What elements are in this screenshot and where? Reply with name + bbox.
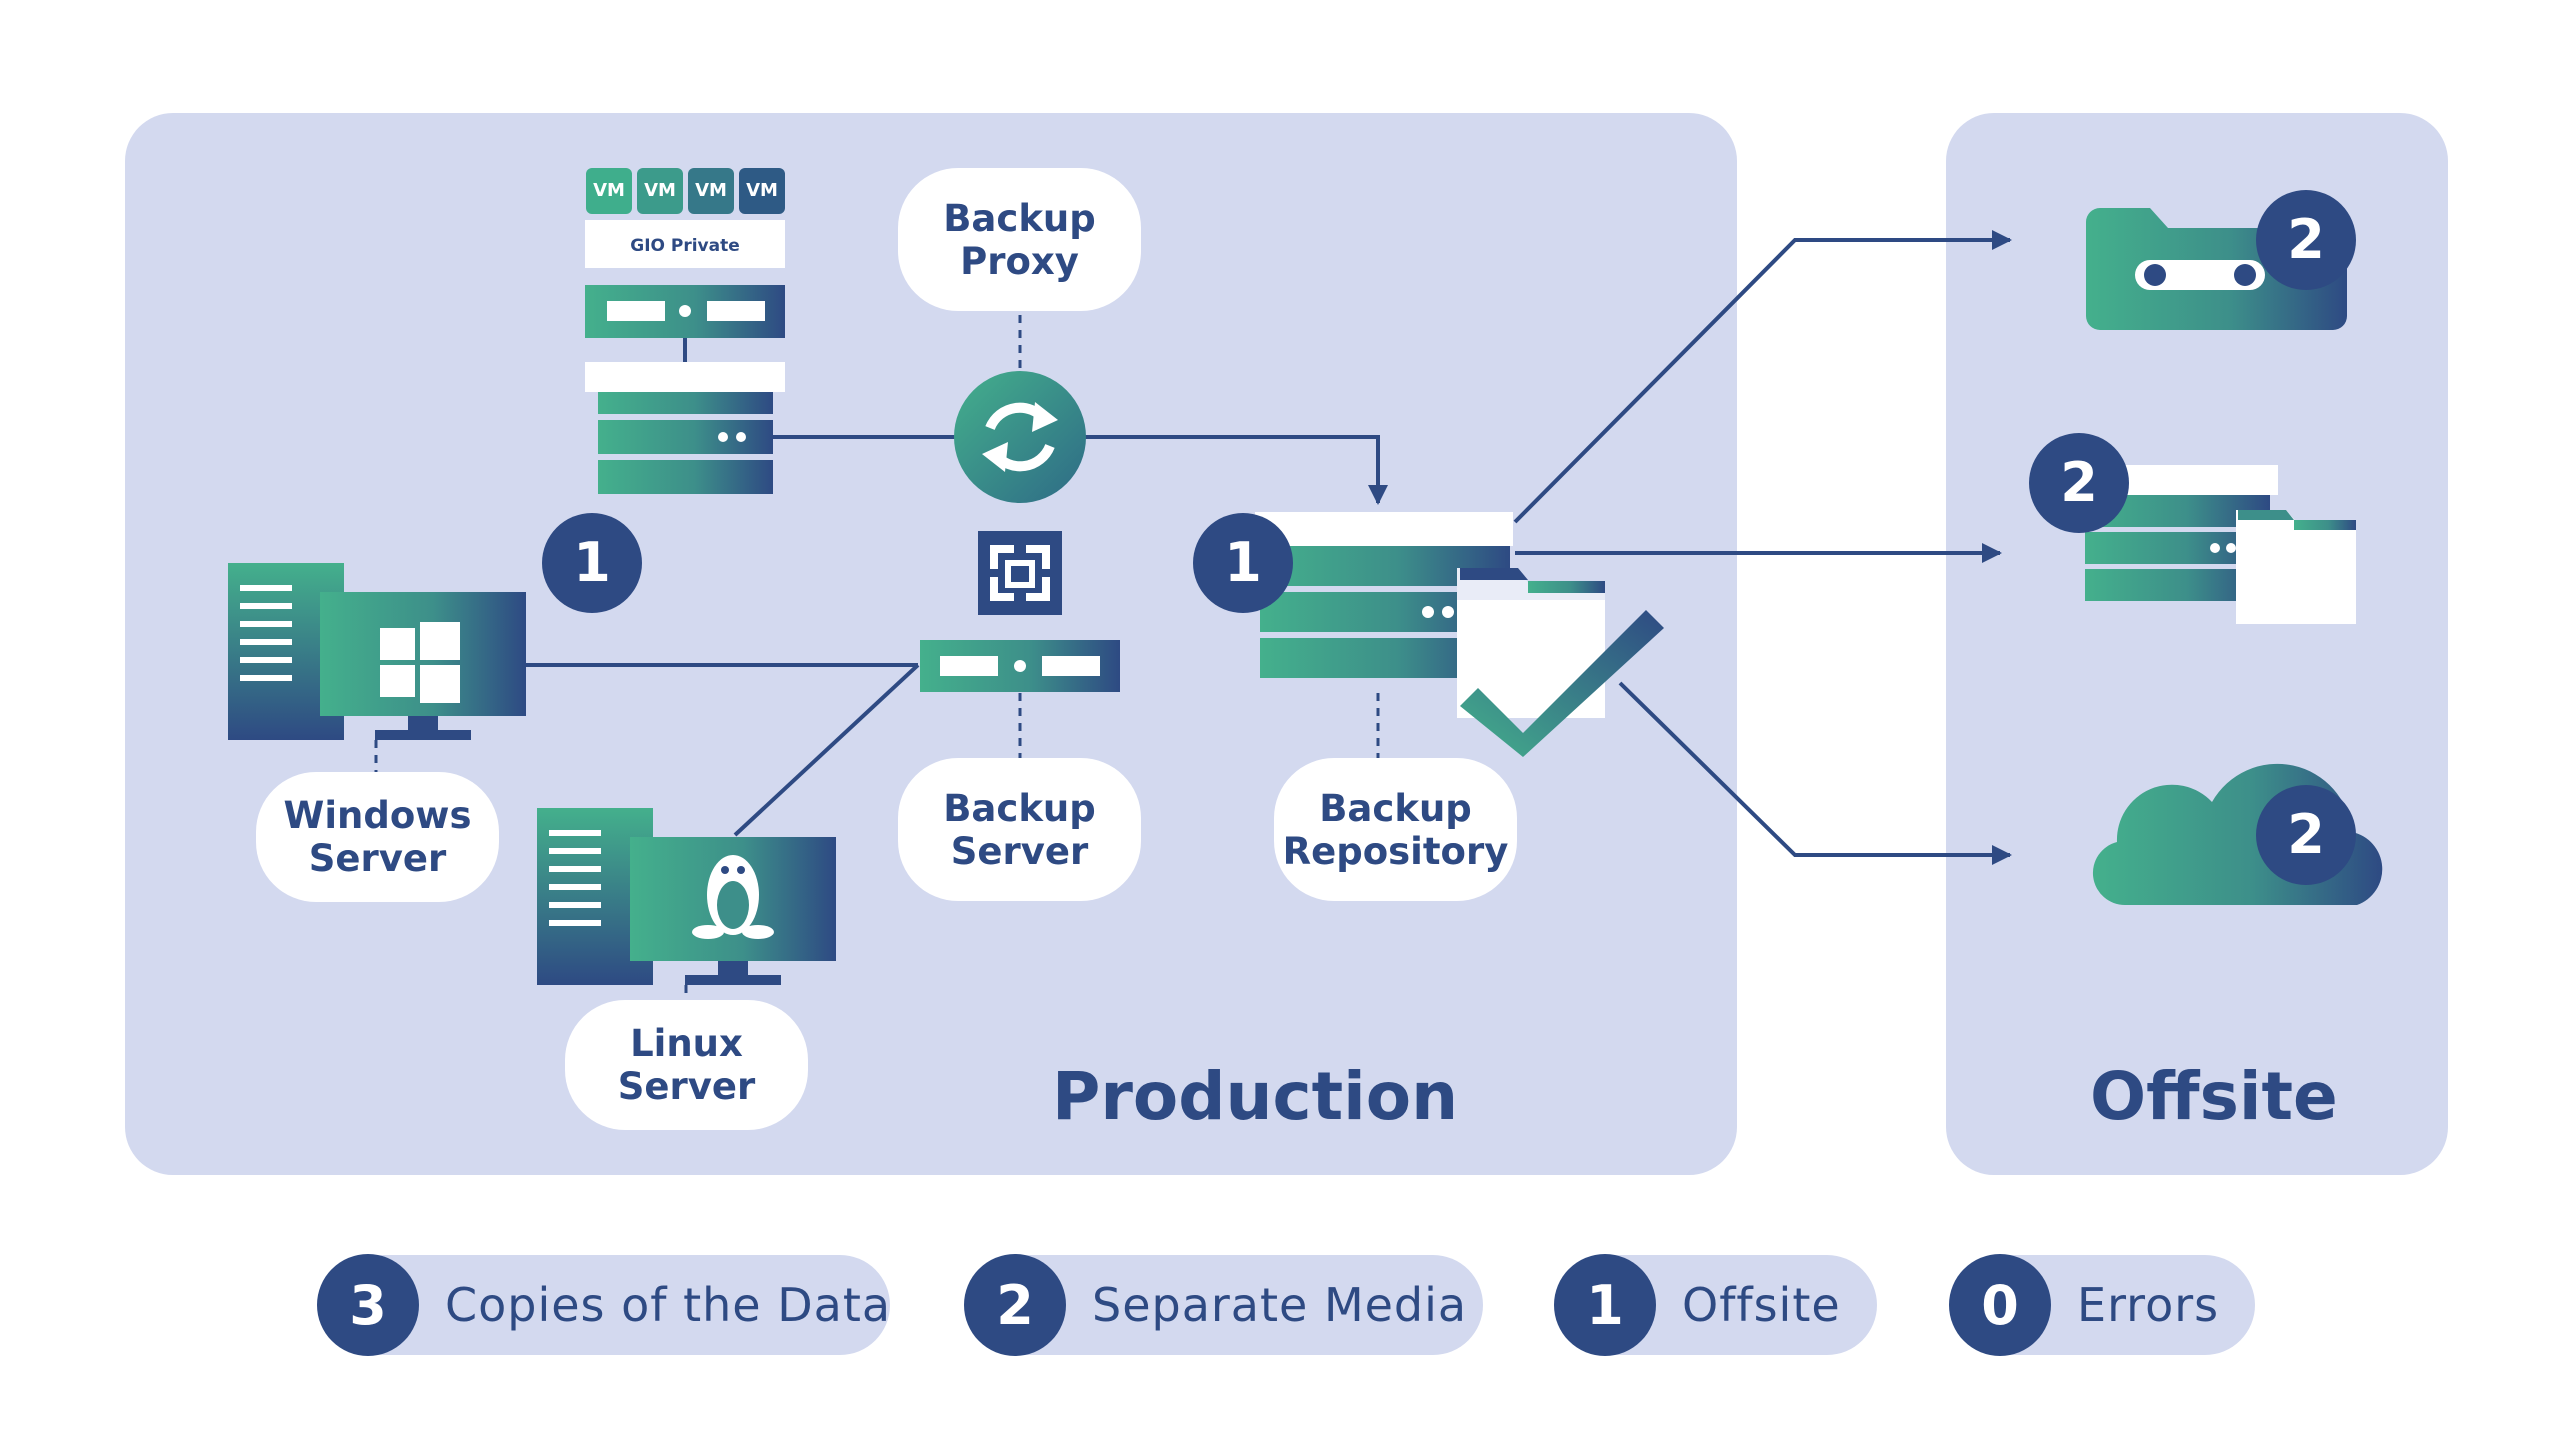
vm-label: VM	[644, 180, 676, 201]
offsite-zone	[1946, 113, 2448, 1175]
vm-label: VM	[593, 180, 625, 201]
connector-repository-to-cloud	[1618, 681, 2012, 865]
legend-copies: 3 Copies of the Data	[317, 1254, 892, 1356]
offsite-tape-badge	[2256, 190, 2356, 290]
linux-server-icon	[537, 808, 836, 985]
legend-offsite-text: Offsite	[1682, 1278, 1841, 1332]
vm-block-1	[586, 168, 632, 214]
offsite-cloud-badge	[2256, 785, 2356, 885]
vm-block-4	[739, 168, 785, 214]
legend-offsite-number: 1	[1554, 1254, 1656, 1356]
offsite-title: Offsite	[2090, 1058, 2338, 1135]
legend-media: 2 Separate Media	[964, 1254, 1483, 1356]
vm-block-2	[637, 168, 683, 214]
offsite-cloud-badge-number: 2	[2287, 803, 2325, 866]
production-source-badge	[542, 513, 642, 613]
production-repository-badge	[1193, 513, 1293, 613]
backup-repository-icon	[1255, 512, 1664, 757]
legend-errors-text: Errors	[2077, 1278, 2220, 1332]
production-repository-badge-number: 1	[1224, 531, 1262, 594]
backup-software-logo-icon	[978, 531, 1062, 615]
production-source-badge-number: 1	[573, 531, 611, 594]
sync-icon	[954, 371, 1086, 503]
connector-repository-to-tape	[1513, 230, 2012, 524]
legend-copies-text: Copies of the Data	[445, 1278, 892, 1332]
connectors	[525, 230, 2012, 865]
vm-block-3	[688, 168, 734, 214]
gio-private-stack	[585, 168, 785, 494]
legend-copies-number: 3	[317, 1254, 419, 1356]
offsite-storage-badge	[2029, 433, 2129, 533]
dashed-links	[374, 315, 1380, 1000]
legend-errors: 0 Errors	[1949, 1254, 2255, 1356]
vm-label: VM	[746, 180, 778, 201]
windows-server-icon	[228, 563, 526, 740]
connector-linux-to-server	[733, 663, 920, 837]
production-title: Production	[1052, 1058, 1459, 1135]
backup-server-icon	[920, 640, 1120, 692]
offsite-tape-badge-number: 2	[2287, 208, 2325, 271]
offsite-storage-badge-number: 2	[2060, 451, 2098, 514]
vm-label: VM	[695, 180, 727, 201]
check-icon	[1460, 610, 1664, 757]
legend-media-number: 2	[964, 1254, 1066, 1356]
legend-media-text: Separate Media	[1092, 1278, 1468, 1332]
legend-errors-number: 0	[1949, 1254, 2051, 1356]
connector-proxy-to-repository	[1083, 435, 1388, 505]
offsite-storage-icon	[2080, 465, 2356, 624]
gio-private-label: GIO Private	[630, 236, 740, 256]
legend-offsite: 1 Offsite	[1554, 1254, 1877, 1356]
